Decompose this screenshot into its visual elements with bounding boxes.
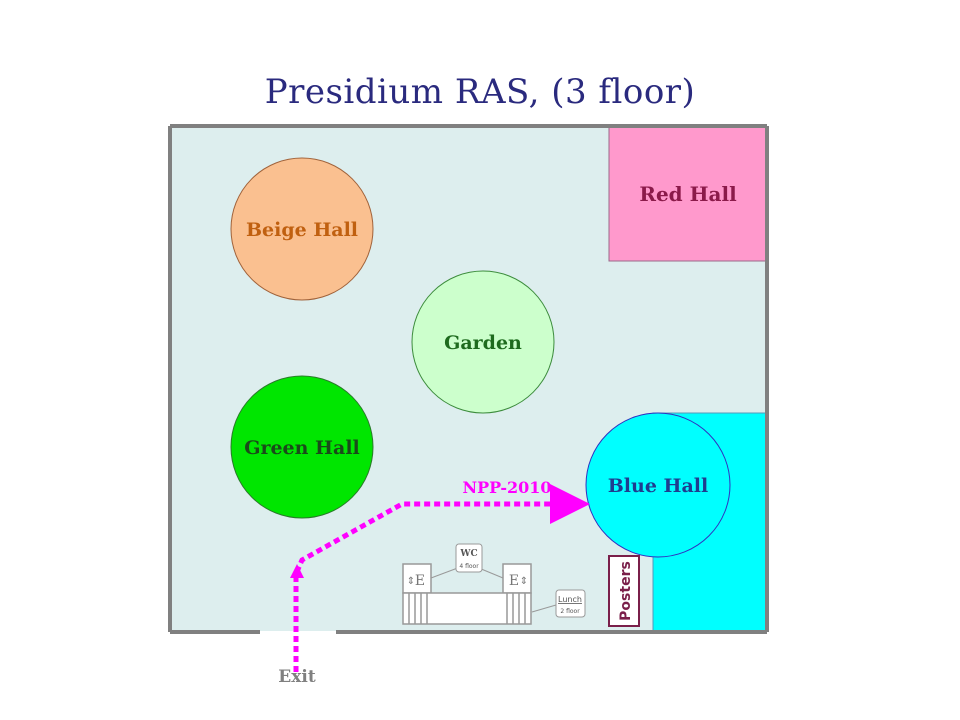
elevator-left-box <box>402 563 432 594</box>
beige-hall-circle <box>230 157 374 301</box>
route-path <box>293 484 590 672</box>
garden[interactable]: Garden <box>411 270 555 414</box>
elevator-right-arrows-icon: ⇕ <box>520 576 528 587</box>
building-walls <box>168 124 769 634</box>
wc-sublabel: 4 floor <box>459 563 479 570</box>
lunch-pointer-line <box>531 604 557 613</box>
stairs-box <box>402 592 532 625</box>
blue-hall-label: Blue Hall <box>608 475 709 497</box>
lunch-label: Lunch <box>558 595 582 604</box>
lunch-box <box>555 589 586 618</box>
elevator-left-label: E <box>415 573 425 589</box>
route-arrow-up-icon <box>290 564 304 578</box>
wc-callout[interactable]: WC 4 floor <box>430 543 504 579</box>
garden-label: Garden <box>444 332 522 354</box>
elevator-left-arrows-icon: ⇕ <box>407 576 415 587</box>
posters-box <box>608 555 640 627</box>
posters-area[interactable]: Posters <box>608 555 640 627</box>
blue-hall[interactable]: Blue Hall <box>585 412 731 558</box>
page-title: Presidium RAS, (3 floor) <box>264 72 696 112</box>
elevator-right-label: E <box>509 573 519 589</box>
red-hall-label: Red Hall <box>639 182 737 206</box>
red-hall[interactable]: Red Hall <box>608 126 768 262</box>
beige-hall[interactable]: Beige Hall <box>230 157 374 301</box>
garden-circle <box>411 270 555 414</box>
green-hall-label: Green Hall <box>244 437 360 459</box>
posters-label: Posters <box>618 561 634 621</box>
lunch-sublabel: 2 floor <box>560 608 580 615</box>
wc-box <box>455 543 483 573</box>
wc-label: WC <box>459 549 477 559</box>
beige-hall-label: Beige Hall <box>246 219 358 241</box>
route-label: NPP-2010 <box>463 478 552 497</box>
green-hall[interactable]: Green Hall <box>230 375 374 519</box>
elevator-block <box>402 563 532 625</box>
lunch-callout[interactable]: Lunch 2 floor <box>531 589 586 618</box>
green-hall-circle <box>230 375 374 519</box>
exit-label[interactable]: Exit <box>278 667 316 687</box>
